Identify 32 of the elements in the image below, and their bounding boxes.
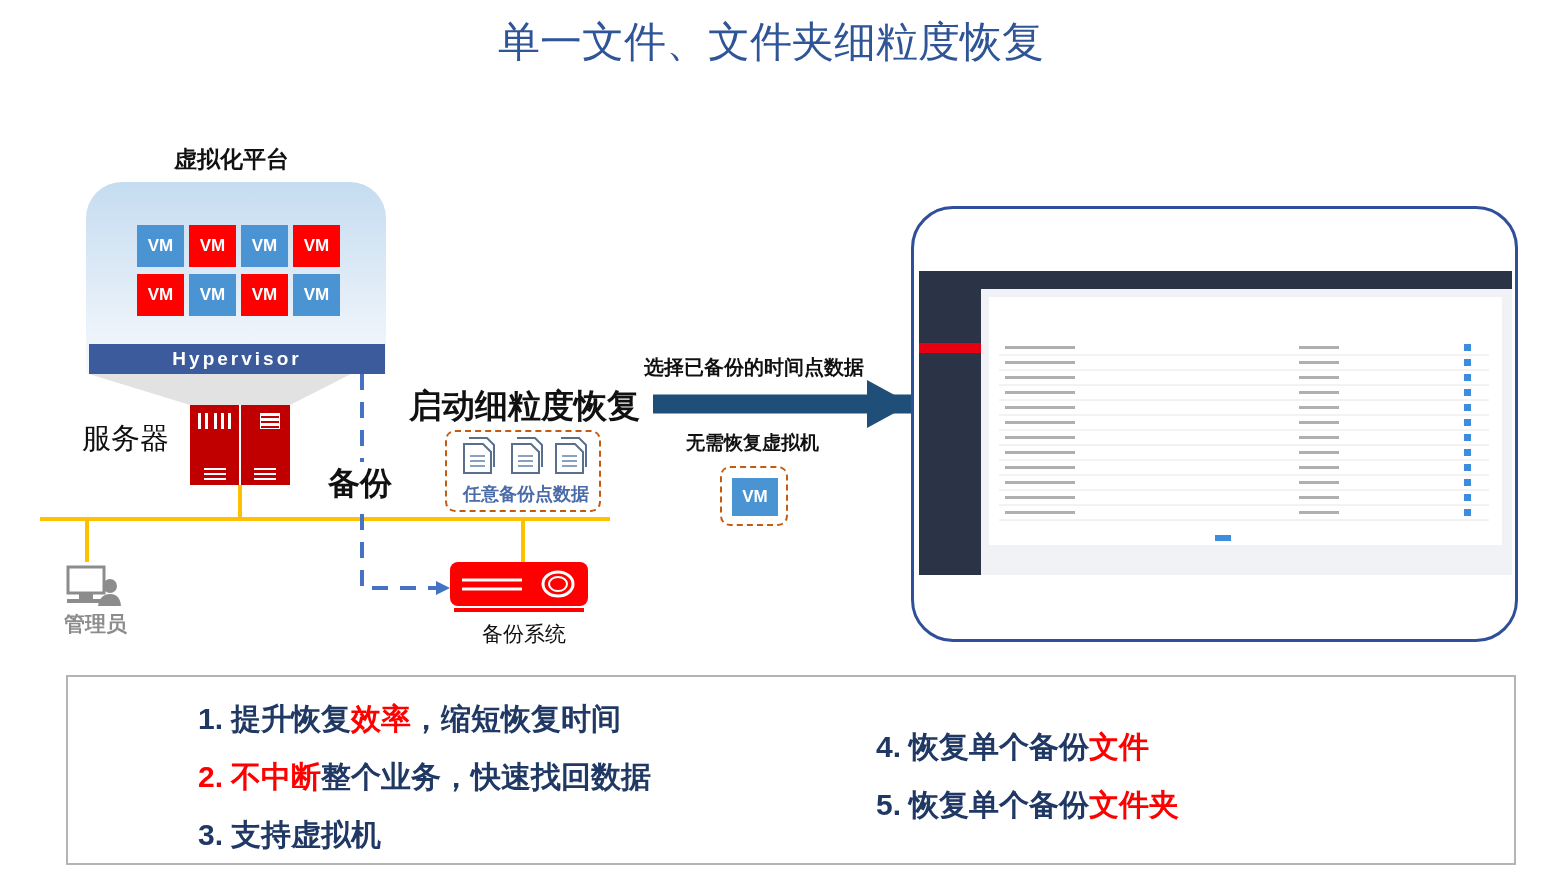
vm-box: VM bbox=[241, 225, 288, 267]
network-bus bbox=[40, 517, 610, 521]
server-label: 服务器 bbox=[82, 421, 169, 456]
heading: 启动细粒度恢复 bbox=[409, 386, 640, 426]
connector-line bbox=[238, 485, 242, 517]
backup-system-label: 备份系统 bbox=[482, 621, 566, 647]
vm-box: VM bbox=[293, 225, 340, 267]
arrow bbox=[360, 374, 450, 595]
list-item: 2. 不中断整个业务，快速找回数据 bbox=[198, 759, 652, 795]
connector-line bbox=[521, 521, 525, 562]
connector-line bbox=[85, 521, 89, 562]
hypervisor-band: Hypervisor bbox=[89, 344, 385, 374]
list-item: 5. 恢复单个备份文件夹 bbox=[876, 787, 1180, 823]
list-item: 3. 支持虚拟机 bbox=[198, 817, 382, 853]
diagram-title: 单一文件、文件夹细粒度恢复 bbox=[497, 18, 1044, 65]
vm-box: VM bbox=[241, 274, 288, 316]
vm-box: VM bbox=[293, 274, 340, 316]
vm-box: VM bbox=[137, 225, 184, 267]
vm-box: VM bbox=[137, 274, 184, 316]
vm-box: VM bbox=[189, 274, 236, 316]
arrow bbox=[653, 380, 911, 428]
edge-label: 选择已备份的时间点数据 bbox=[642, 354, 866, 381]
label-text: 任意备份点数据 bbox=[463, 483, 589, 506]
screenshot-frame bbox=[911, 206, 1518, 642]
group-heading: 虚拟化平台 bbox=[174, 145, 289, 174]
vm-box: VM bbox=[732, 478, 778, 516]
list-item: 1. 提升恢复效率，缩短恢复时间 bbox=[198, 701, 622, 737]
list-item: 4. 恢复单个备份文件 bbox=[876, 729, 1150, 765]
summary-panel bbox=[66, 675, 1516, 865]
vm-box: VM bbox=[189, 225, 236, 267]
label-text: 无需恢复虚拟机 bbox=[686, 431, 819, 455]
admin-label: 管理员 bbox=[64, 611, 127, 637]
